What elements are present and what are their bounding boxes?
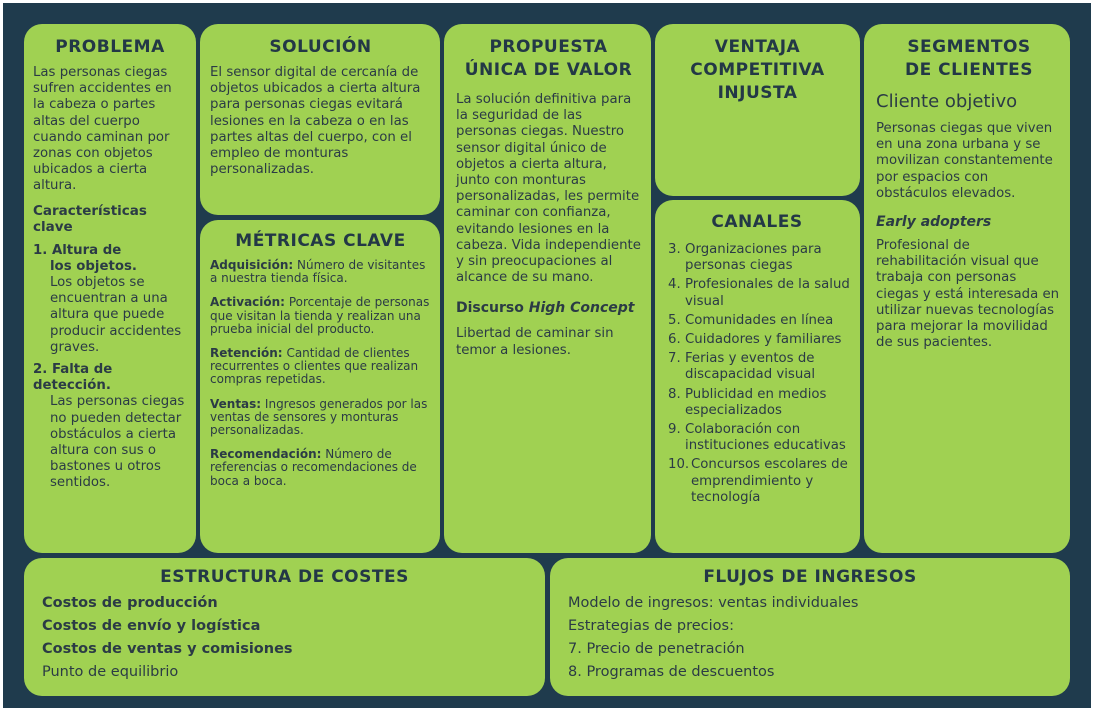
ingresos-item: 7. Precio de penetración [568, 641, 745, 657]
ventaja-title-line2: COMPETITIVA [690, 60, 825, 80]
costes-item: Costos de envío y logística [42, 618, 261, 634]
propuesta-title-line2: ÚNICA DE VALOR [464, 60, 633, 80]
propuesta-box: PROPUESTA ÚNICA DE VALOR La solución def… [444, 24, 651, 553]
costes-title: ESTRUCTURA DE COSTES [160, 567, 409, 587]
problema-item-1-body: Los objetos se encuentran a una altura q… [50, 275, 182, 355]
costes-item: Costos de producción [42, 595, 218, 611]
ingresos-item: Modelo de ingresos: ventas individuales [568, 595, 859, 611]
lean-canvas-board: PROBLEMA Las personas ciegas sufren acci… [3, 3, 1091, 708]
ingresos-box: FLUJOS DE INGRESOS Modelo de ingresos: v… [550, 558, 1070, 696]
segmentos-box: SEGMENTOS DE CLIENTES Cliente objetivo P… [864, 24, 1070, 553]
problema-title: PROBLEMA [55, 37, 165, 57]
segmentos-title-line1: SEGMENTOS [907, 37, 1031, 57]
discurso-label: Discurso [456, 300, 524, 317]
canales-item: 10.Concursos escolares de emprendimiento… [668, 457, 848, 505]
problema-item-1: 1. Altura de los objetos. Los objetos se… [33, 243, 187, 356]
canales-item: 3.Organizaciones para personas ciegas [668, 242, 822, 274]
ventaja-title-line1: VENTAJA [714, 37, 801, 57]
ventaja-box: VENTAJA COMPETITIVA INJUSTA [655, 24, 860, 196]
metricas-item: Recomendación: Número de referencias o r… [210, 447, 417, 488]
costes-item: Costos de ventas y comisiones [42, 641, 293, 657]
discurso-em: High Concept [528, 300, 635, 317]
ventaja-title-line3: INJUSTA [717, 83, 798, 103]
problema-item-1-head2: los objetos. [50, 258, 137, 274]
canales-item: 8.Publicidad en medios especializados [668, 386, 827, 418]
costes-box: ESTRUCTURA DE COSTES Costos de producció… [24, 558, 545, 696]
concept-text: Libertad de caminar sin temor a lesiones… [456, 326, 614, 358]
canales-item: 7.Ferias y eventos de discapacidad visua… [668, 351, 816, 383]
costes-item: Punto de equilibrio [42, 664, 179, 680]
solucion-text: El sensor digital de cercanía de objetos… [210, 65, 421, 178]
canales-item: 9.Colaboración con instituciones educati… [668, 422, 846, 454]
metricas-box: MÉTRICAS CLAVE Adquisición: Número de vi… [200, 220, 440, 553]
canales-item: 6.Cuidadores y familiares [668, 332, 842, 348]
solucion-box: SOLUCIÓN El sensor digital de cercanía d… [200, 24, 440, 215]
canales-item: 4.Profesionales de la salud visual [668, 277, 850, 309]
metricas-item: Retención: Cantidad de clientes recurren… [210, 346, 419, 387]
canales-title: CANALES [711, 212, 803, 232]
problema-item-1-head: Altura de [51, 242, 122, 258]
cliente-objetivo-label: Cliente objetivo [876, 91, 1018, 112]
propuesta-text: La solución definitiva para la seguridad… [456, 92, 641, 286]
problema-item-2-head: Falta de detección. [33, 362, 113, 394]
ingresos-list: Modelo de ingresos: ventas individuales … [568, 592, 1052, 684]
problema-box: PROBLEMA Las personas ciegas sufren acci… [24, 24, 196, 553]
propuesta-title-line1: PROPUESTA [489, 37, 608, 57]
metricas-item: Activación: Porcentaje de personas que v… [210, 295, 430, 336]
metricas-list: Adquisición: Número de visitantes a nues… [210, 258, 431, 488]
solucion-title: SOLUCIÓN [269, 37, 372, 57]
costes-list: Costos de producción Costos de envío y l… [42, 592, 527, 684]
problema-subtitle: Características clave [33, 202, 147, 235]
ingresos-item: Estrategias de precios: [568, 618, 734, 634]
canales-box: CANALES 3.Organizaciones para personas c… [655, 200, 860, 553]
problema-item-2-num: 2. [33, 362, 48, 378]
early-adopters-label: Early adopters [876, 214, 992, 231]
ingresos-title: FLUJOS DE INGRESOS [703, 567, 917, 587]
problema-item-1-num: 1. [33, 242, 48, 258]
metricas-item: Ventas: Ingresos generados por las venta… [210, 396, 428, 438]
problema-item-2-body: Las personas ciegas no pueden detectar o… [50, 394, 185, 491]
canales-item: 5.Comunidades en línea [668, 312, 834, 328]
problema-text: Las personas ciegas sufren accidentes en… [33, 65, 172, 194]
canales-list: 3.Organizaciones para personas ciegas 4.… [668, 242, 856, 506]
problema-item-2: 2. Falta de detección. Las personas cieg… [33, 362, 187, 492]
metricas-item: Adquisición: Número de visitantes a nues… [210, 258, 426, 286]
metricas-title: MÉTRICAS CLAVE [235, 231, 406, 251]
ingresos-item: 8. Programas de descuentos [568, 664, 775, 680]
early-adopters-text: Profesional de rehabilitación visual que… [876, 238, 1060, 351]
cliente-objetivo-text: Personas ciegas que viven en una zona ur… [876, 121, 1053, 201]
discurso-heading: Discurso High Concept [456, 300, 641, 316]
segmentos-title-line2: DE CLIENTES [904, 60, 1034, 80]
